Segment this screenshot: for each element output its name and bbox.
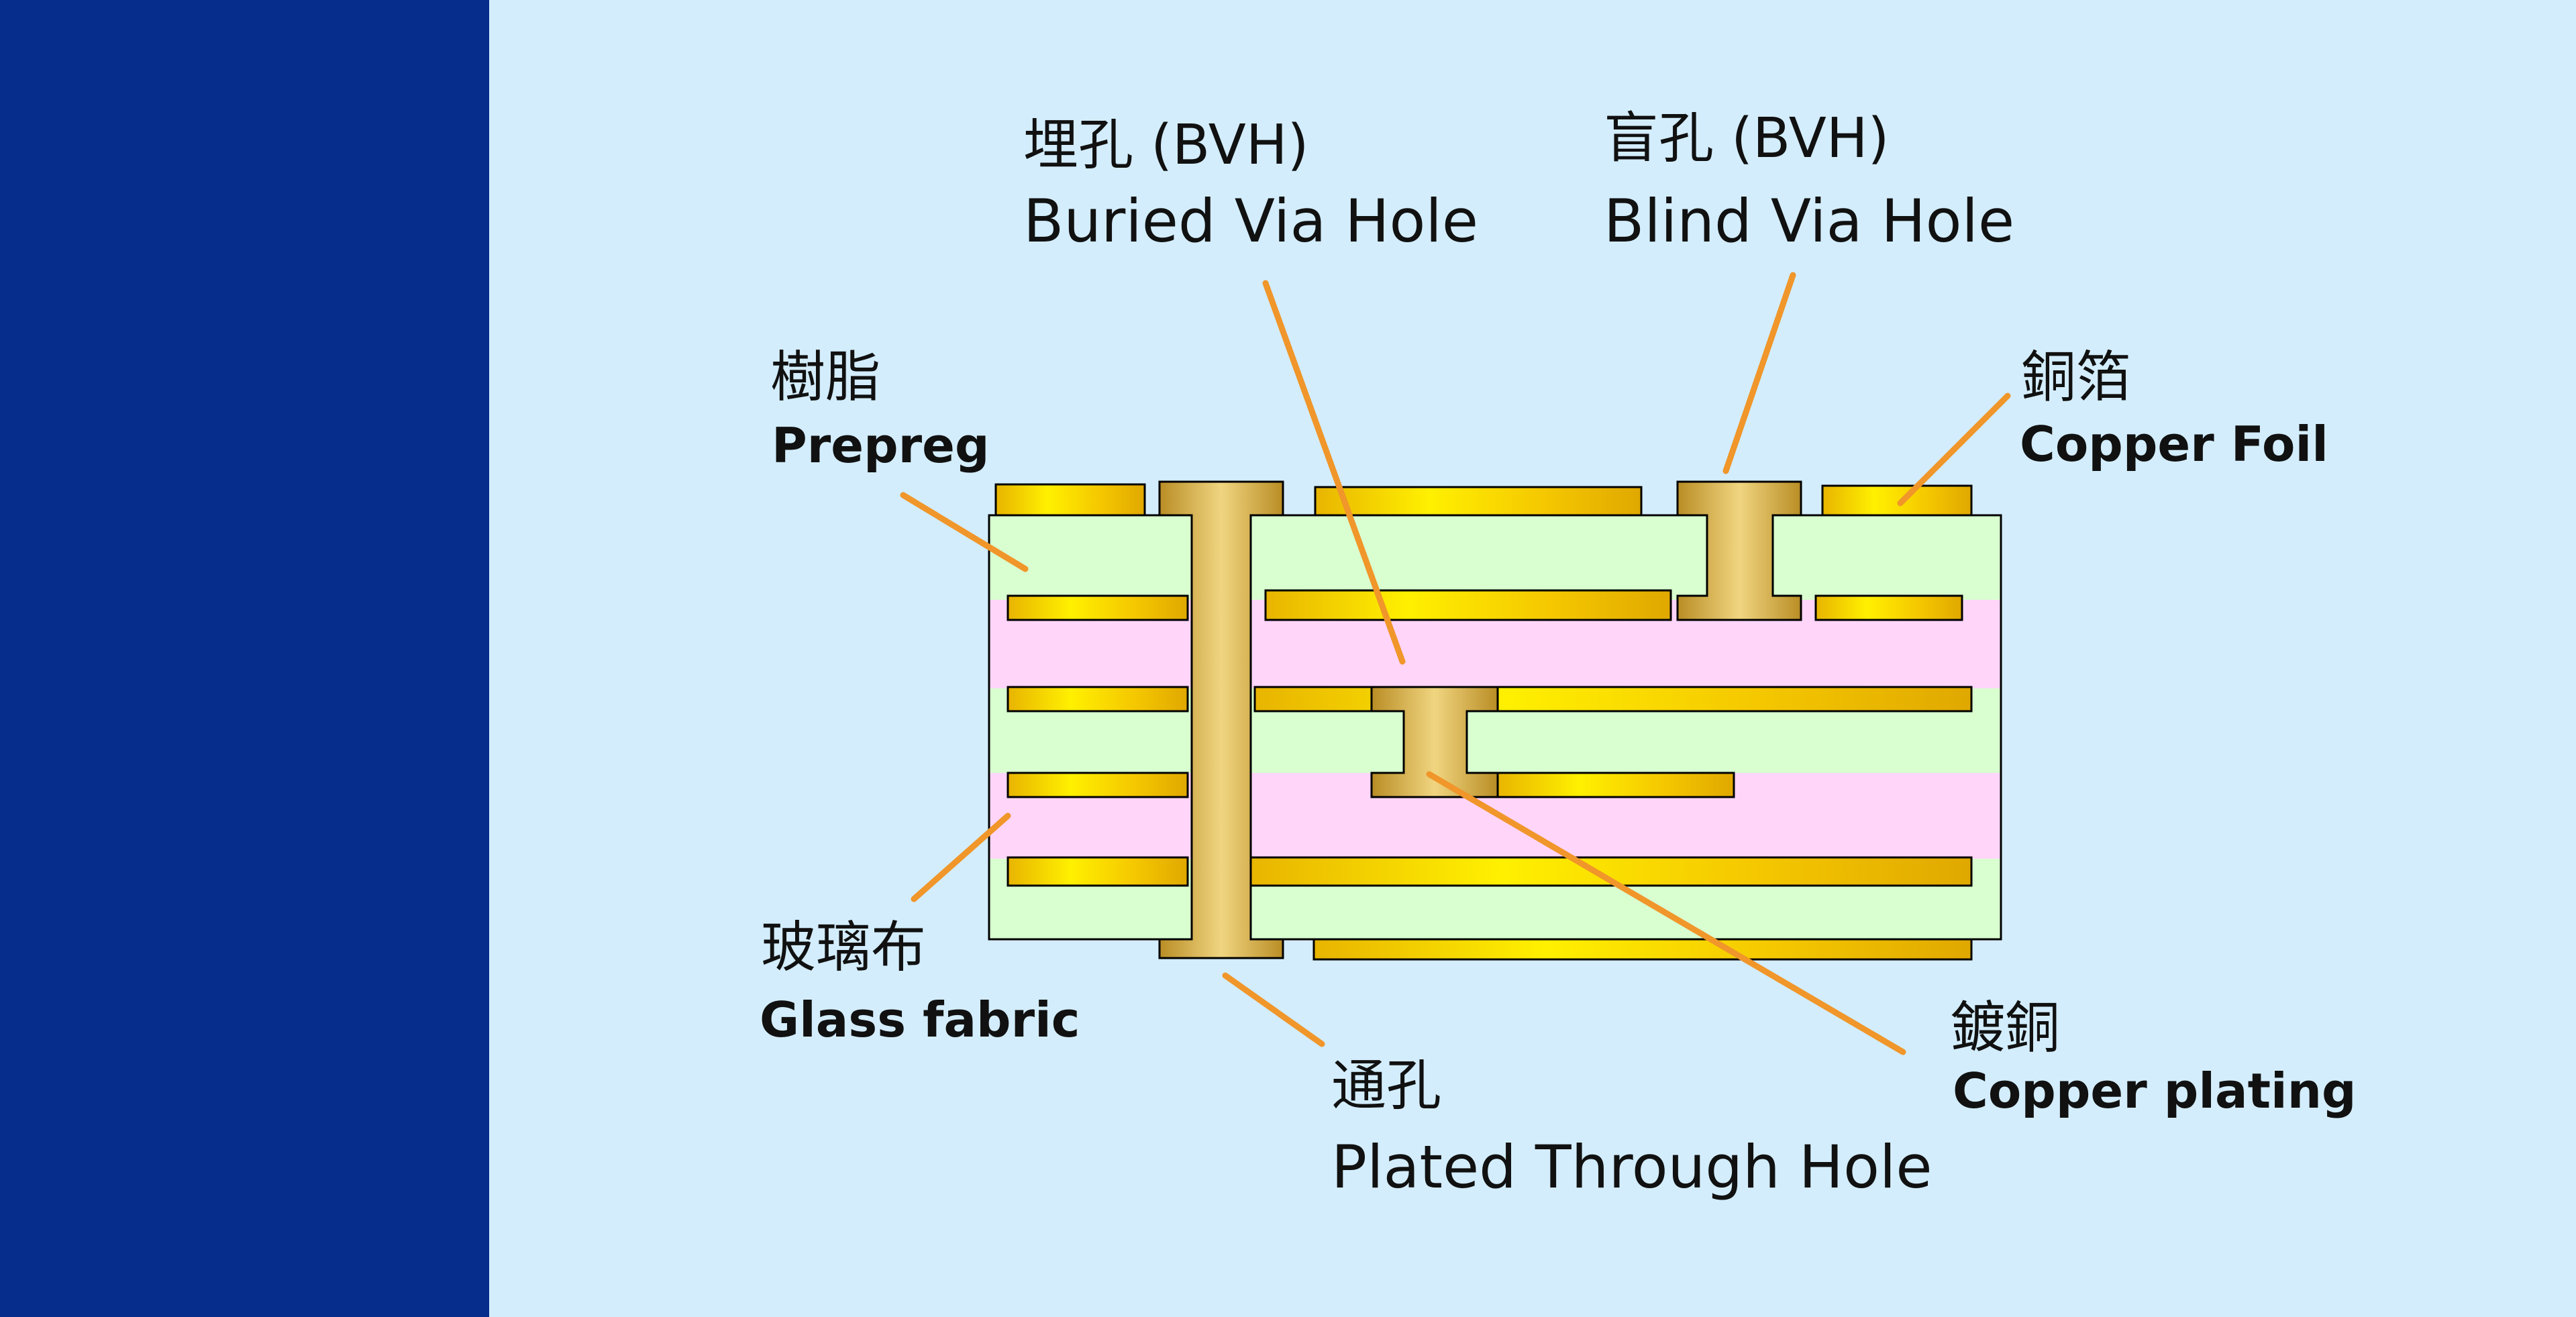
pth-label-zh: 通孔 [1331, 1054, 1442, 1118]
prepreg-label-en: Prepreg [772, 417, 990, 474]
blind-via-shape [1676, 480, 1802, 621]
copper-inner-2a [1007, 686, 1189, 713]
copper-plating-label-zh: 鍍銅 [1950, 996, 2061, 1060]
copper-foil-label-zh: 銅箔 [2021, 346, 2132, 409]
leader-copper-foil [1897, 392, 2011, 507]
leader-plating [1426, 771, 1906, 1055]
plated-vias [1158, 480, 1802, 959]
copper-foil-top-1 [994, 483, 1146, 517]
copper-foil-label-en: Copper Foil [2020, 416, 2328, 472]
blind-via-label-zh: 盲孔 (BVH) [1604, 107, 1890, 170]
glass-fabric-label-zh: 玻璃布 [761, 916, 927, 980]
copper-plating-label-en: Copper plating [1953, 1063, 2357, 1119]
copper-foil-bottom [1312, 938, 1973, 961]
copper-inner-2b [1253, 686, 1973, 713]
copper-inner-4a [1007, 856, 1189, 887]
glass-fabric-label-en: Glass fabric [760, 992, 1080, 1048]
copper-foil-top-3 [1821, 484, 1973, 517]
buried-via-label-zh: 埋孔 (BVH) [1023, 113, 1309, 177]
leader-lines [900, 272, 2011, 1055]
copper-inner-3a [1007, 772, 1189, 798]
sidebar-panel [0, 0, 489, 1317]
plated-through-hole-shape [1158, 480, 1284, 959]
buried-via-shape [1370, 686, 1499, 798]
prepreg-label-zh: 樹脂 [770, 346, 881, 409]
leader-blind [1722, 272, 1796, 474]
copper-foil-top-2 [1314, 486, 1643, 517]
blind-via-label-en: Blind Via Hole [1604, 187, 2015, 256]
copper-inner-3b [1495, 772, 1735, 798]
leader-glass [911, 812, 1011, 902]
copper-inner-1a [1007, 594, 1189, 621]
copper-inner-1b [1264, 589, 1672, 621]
pth-label-en: Plated Through Hole [1331, 1132, 1933, 1202]
buried-via-label-en: Buried Via Hole [1023, 187, 1478, 256]
copper-inner-1c [1814, 594, 1963, 621]
leader-buried [1262, 280, 1406, 665]
leader-pth [1222, 972, 1325, 1047]
prepreg-layer-top [989, 515, 2001, 600]
leader-prepreg [900, 492, 1029, 572]
